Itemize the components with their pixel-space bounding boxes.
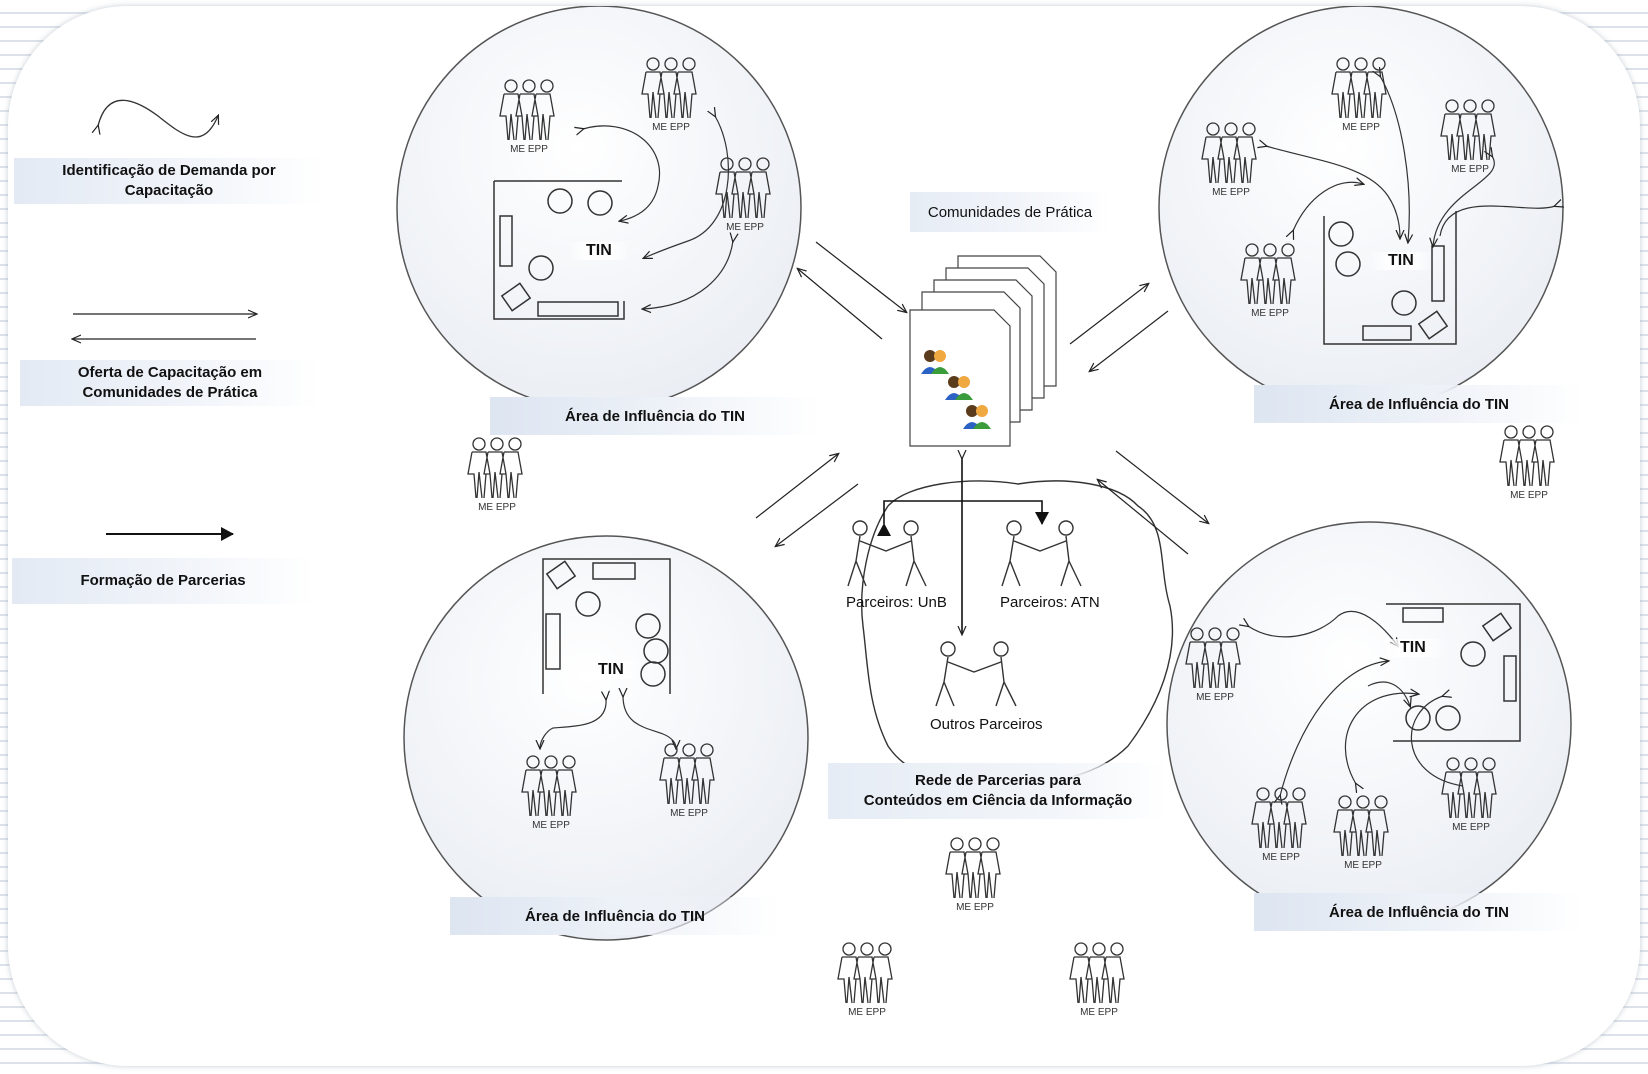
- diagram-frame: Identificação de Demanda por Capacitação…: [8, 6, 1640, 1066]
- partnership-arrows: [877, 458, 1049, 634]
- demand-curves-top-left: [583, 116, 733, 309]
- tin-label-bottom-right: TIN: [1382, 639, 1444, 657]
- legend-partnership-label: Formação de Parcerias: [80, 572, 246, 589]
- people-group-icon: ME EPP: [832, 941, 902, 1018]
- people-group-glyph: [1331, 57, 1387, 119]
- partner-network-cloud: [861, 480, 1174, 785]
- people-group-glyph: [1240, 243, 1296, 305]
- influence-caption-text: Área de Influência do TIN: [564, 407, 746, 425]
- people-group-glyph: [1333, 795, 1389, 857]
- people-group-label: ME EPP: [510, 144, 548, 155]
- people-group-label: ME EPP: [956, 902, 994, 913]
- demand-curves-bottom-left: [540, 696, 676, 748]
- people-group-glyph: [837, 942, 893, 1004]
- legend-demand-label: Identificação de Demanda por Capacitação: [62, 162, 276, 199]
- people-group-icon: ME EPP: [940, 836, 1010, 913]
- people-group-icon: ME EPP: [1326, 56, 1396, 133]
- people-group-glyph: [521, 755, 577, 817]
- people-group-label: ME EPP: [726, 222, 764, 233]
- people-group-label: ME EPP: [1262, 852, 1300, 863]
- partner-unb-label: Parceiros: UnB: [846, 594, 947, 611]
- people-group-icon: ME EPP: [494, 78, 564, 155]
- people-group-icon: ME EPP: [1235, 242, 1305, 319]
- people-group-icon: ME EPP: [1246, 786, 1316, 863]
- people-group-label: ME EPP: [1342, 122, 1380, 133]
- people-group-icon: ME EPP: [1196, 121, 1266, 198]
- people-group-icon: ME EPP: [462, 436, 532, 513]
- tin-label-bottom-left: TIN: [580, 661, 642, 679]
- tin-label-top-right: TIN: [1370, 252, 1432, 270]
- demand-curves-top-right: [1266, 76, 1555, 246]
- network-diagram: [8, 6, 1572, 941]
- communities-label: Comunidades de Prática: [927, 203, 1093, 221]
- demand-curves-bottom-right: [1248, 610, 1464, 796]
- people-group-label: ME EPP: [1510, 490, 1548, 501]
- legend-offer-label: Oferta de Capacitação em Comunidades de …: [77, 364, 263, 401]
- people-group-glyph: [1069, 942, 1125, 1004]
- people-group-label: ME EPP: [532, 820, 570, 831]
- people-group-label: ME EPP: [1212, 187, 1250, 198]
- people-group-icon: ME EPP: [1494, 424, 1564, 501]
- people-group-glyph: [641, 57, 697, 119]
- people-group-glyph: [945, 837, 1001, 899]
- people-group-glyph: [1440, 99, 1496, 161]
- people-group-label: ME EPP: [848, 1007, 886, 1018]
- people-group-icon: ME EPP: [1064, 941, 1134, 1018]
- communities-caption: Comunidades de Prática: [910, 192, 1110, 232]
- people-group-icon: ME EPP: [1328, 794, 1398, 871]
- legend-partnership: Formação de Parcerias: [12, 558, 314, 604]
- other-partners-label: Outros Parceiros: [930, 716, 1043, 733]
- offer-arrows: [755, 241, 1208, 555]
- people-group-glyph: [715, 157, 771, 219]
- influence-caption-bottom-left: Área de Influência do TIN: [450, 897, 780, 935]
- community-documents-stack: [909, 255, 1057, 447]
- influence-circle-bottom-left: [403, 535, 809, 941]
- handshake-figures: [847, 520, 1082, 707]
- people-group-glyph: [1499, 425, 1555, 487]
- people-group-label: ME EPP: [652, 122, 690, 133]
- community-people-icons: [921, 350, 991, 429]
- people-group-glyph: [467, 437, 523, 499]
- people-group-icon: ME EPP: [1435, 98, 1505, 175]
- influence-caption-top-left: Área de Influência do TIN: [490, 397, 820, 435]
- partner-atn-label: Parceiros: ATN: [1000, 594, 1100, 611]
- people-group-label: ME EPP: [1196, 692, 1234, 703]
- legend-offer: Oferta de Capacitação em Comunidades de …: [20, 360, 320, 406]
- people-group-label: ME EPP: [478, 502, 516, 513]
- people-group-glyph: [1185, 627, 1241, 689]
- people-group-glyph: [1441, 757, 1497, 819]
- influence-caption-text: Área de Influência do TIN: [1328, 903, 1510, 921]
- people-group-icon: ME EPP: [516, 754, 586, 831]
- network-caption: Rede de Parcerias para Conteúdos em Ciên…: [828, 763, 1168, 819]
- network-caption-label: Rede de Parcerias para Conteúdos em Ciên…: [863, 772, 1133, 809]
- people-group-glyph: [1201, 122, 1257, 184]
- people-group-label: ME EPP: [1344, 860, 1382, 871]
- people-group-icon: ME EPP: [1180, 626, 1250, 703]
- influence-caption-top-right: Área de Influência do TIN: [1254, 385, 1584, 423]
- people-group-label: ME EPP: [1451, 164, 1489, 175]
- people-group-label: ME EPP: [1251, 308, 1289, 319]
- people-group-icon: ME EPP: [654, 742, 724, 819]
- tin-label-top-left: TIN: [568, 242, 630, 260]
- people-group-glyph: [1251, 787, 1307, 849]
- people-group-glyph: [499, 79, 555, 141]
- legend-demand-curve: [98, 99, 218, 138]
- people-group-glyph: [659, 743, 715, 805]
- people-group-icon: ME EPP: [710, 156, 780, 233]
- influence-caption-bottom-right: Área de Influência do TIN: [1254, 893, 1584, 931]
- people-group-icon: ME EPP: [636, 56, 706, 133]
- people-group-icon: ME EPP: [1436, 756, 1506, 833]
- influence-caption-text: Área de Influência do TIN: [524, 907, 706, 925]
- influence-caption-text: Área de Influência do TIN: [1328, 395, 1510, 413]
- people-group-label: ME EPP: [1452, 822, 1490, 833]
- people-group-label: ME EPP: [670, 808, 708, 819]
- legend-demand: Identificação de Demanda por Capacitação: [14, 158, 324, 204]
- people-group-label: ME EPP: [1080, 1007, 1118, 1018]
